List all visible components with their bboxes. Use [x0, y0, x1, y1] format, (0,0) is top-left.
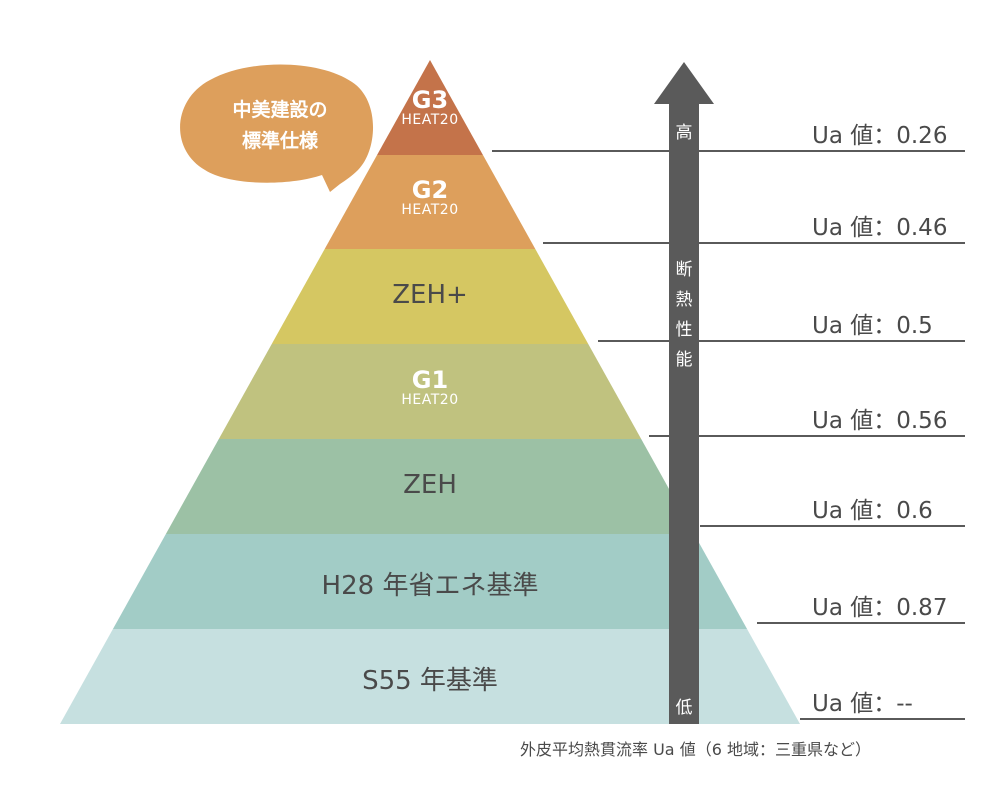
arrow-middle-char: 断: [675, 260, 693, 280]
ua-leader-line: [598, 340, 965, 342]
tier-title: G3: [411, 85, 449, 114]
tier-label-7: S55 年基準: [362, 660, 498, 697]
ua-value-label: Ua 値：--: [812, 691, 913, 717]
ua-value-label: Ua 値：0.5: [812, 313, 933, 339]
speech-bubble: [180, 64, 374, 192]
bubble-line-2: 標準仕様: [241, 130, 318, 152]
footnote: 外皮平均熱貫流率 Ua 値（6 地域：三重県など）: [520, 740, 871, 759]
ua-leader-line: [492, 150, 965, 152]
ua-value-label: Ua 値：0.26: [812, 123, 948, 149]
pyramid-tier-2: [324, 155, 536, 249]
pyramid-tier-7: [60, 629, 800, 724]
ua-leader-line: [757, 622, 965, 624]
pyramid-tier-3: [271, 249, 589, 344]
ua-value-label: Ua 値：0.87: [812, 595, 948, 621]
bubble-text: 中美建設の 標準仕様: [205, 95, 355, 157]
pyramid-tier-4: [218, 344, 642, 439]
bubble-line-1: 中美建設の: [232, 99, 328, 121]
pyramid-tier-5: [165, 439, 695, 534]
tier-subtitle: HEAT20: [401, 202, 459, 218]
arrow-bottom-label: 低: [675, 698, 693, 718]
ua-leader-line: [543, 242, 965, 244]
pyramid-tier-1: [377, 60, 483, 155]
arrow-middle-label: 断熱性能: [669, 255, 699, 375]
tier-title: ZEH+: [392, 279, 468, 310]
arrow-shaft: [669, 102, 699, 724]
arrow-top-label: 高: [675, 123, 693, 143]
tier-label-3: ZEH+: [392, 280, 468, 310]
arrow-head: [654, 62, 714, 104]
tier-title: G2: [411, 176, 449, 204]
arrow-middle-char: 能: [675, 350, 693, 370]
tier-title: ZEH: [403, 469, 457, 500]
ua-value-label: Ua 値：0.46: [812, 215, 948, 241]
ua-leader-line: [700, 525, 965, 527]
tier-label-6: H28 年省エネ基準: [322, 565, 539, 602]
arrow-middle-char: 性: [675, 320, 693, 340]
tier-subtitle: HEAT20: [401, 391, 459, 408]
tier-label-5: ZEH: [403, 470, 457, 500]
ua-leader-line: [800, 718, 965, 720]
ua-value-label: Ua 値：0.6: [812, 498, 933, 524]
tier-title: S55 年基準: [362, 665, 498, 696]
arrow-middle-char: 熱: [675, 290, 693, 310]
tier-title: H28 年省エネ基準: [321, 570, 539, 601]
pyramid-tier-6: [112, 534, 748, 629]
ua-leader-line: [649, 435, 965, 437]
ua-value-label: Ua 値：0.56: [812, 408, 948, 434]
performance-arrow: [654, 62, 714, 724]
tier-subtitle: HEAT20: [401, 111, 459, 128]
tier-title: G1: [411, 365, 449, 394]
